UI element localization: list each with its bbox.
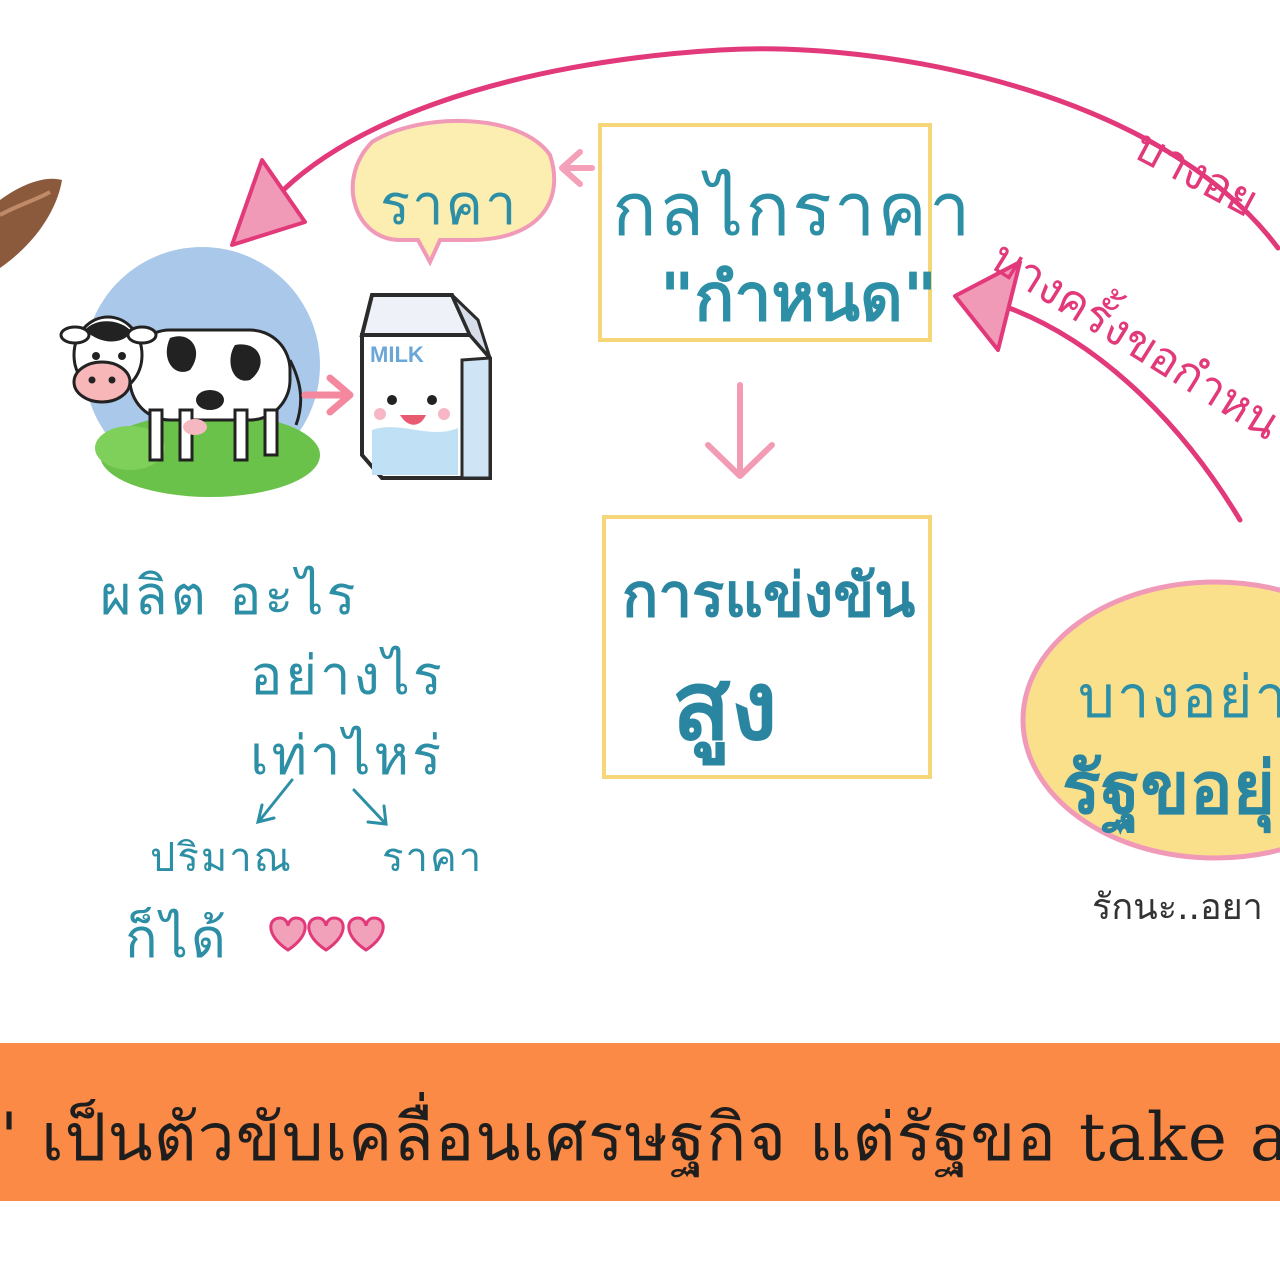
big-arrow-head [230, 158, 307, 247]
competition-level: สูง [672, 650, 778, 762]
answer-price: ราคา [382, 835, 484, 881]
question-how: อย่างไร [250, 644, 445, 707]
right-yellow-bubble [1020, 579, 1280, 861]
bubble-label: ราคา [380, 173, 519, 238]
mechanism-title: กลไกราคา [612, 167, 973, 253]
brown-leaf-shape [0, 178, 62, 268]
right-bubble-line2: รัฐขอยุ่ [1062, 746, 1276, 830]
small-pink-arc-arrow [982, 297, 1243, 523]
question-what: ผลิต อะไร [100, 564, 359, 627]
caption-banner: ' เป็นตัวขับเคลื่อนเศรษฐกิจ แต่รัฐขอ tak… [0, 1043, 1280, 1201]
big-pink-arc-arrow [247, 46, 1280, 251]
mechanism-box [598, 123, 932, 342]
heart-icon-2 [307, 916, 345, 952]
answer-quantity: ปริมาณ [150, 835, 293, 881]
cow-illustration [59, 315, 303, 462]
answer-either: ก็ได้ [125, 907, 229, 970]
competition-box [602, 515, 932, 779]
competition-title: การแข่งขัน [622, 561, 916, 631]
caption-text: ' เป็นตัวขับเคลื่อนเศรษฐกิจ แต่รัฐขอ tak… [0, 1099, 1280, 1176]
milk-label: MILK [370, 342, 424, 367]
mechanism-subtitle: "กำหนด" [660, 259, 938, 336]
small-arrow-head [953, 260, 1022, 352]
milk-carton-icon [359, 293, 492, 480]
right-note: รักนะ..อยา [1092, 887, 1263, 928]
question-how-much: เท่าไหร่ [250, 724, 445, 787]
heart-icon-3 [347, 916, 385, 952]
heart-icon-1 [269, 916, 307, 952]
speech-bubble [350, 118, 557, 267]
right-bubble-line1: บางอย่า [1078, 663, 1280, 731]
